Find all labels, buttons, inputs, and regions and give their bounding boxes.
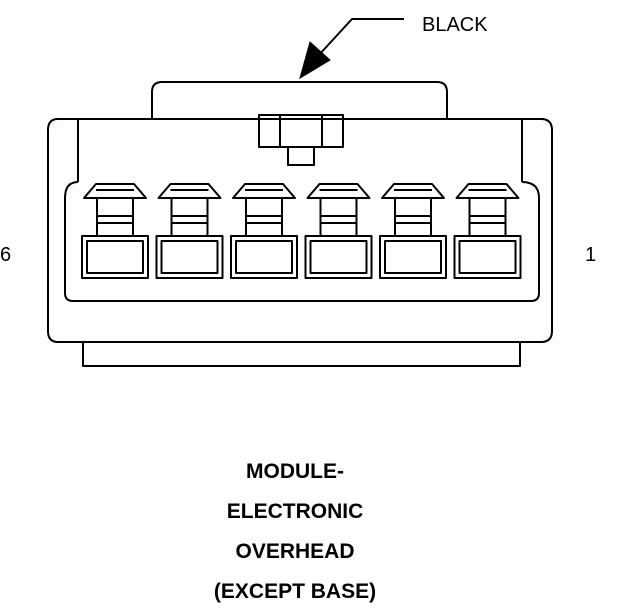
connector-lock-tab bbox=[151, 81, 448, 119]
caption-line-3: OVERHEAD bbox=[235, 540, 355, 563]
terminal-cavity bbox=[304, 183, 373, 279]
caption-line-1: MODULE- bbox=[246, 460, 344, 483]
terminal-cavity bbox=[81, 183, 149, 279]
connector-cavity-panel bbox=[64, 181, 540, 302]
callout-leader-line bbox=[317, 18, 404, 57]
connector-caption: MODULE- ELECTRONIC OVERHEAD (EXCEPT BASE… bbox=[150, 452, 440, 612]
terminal-cavity bbox=[230, 183, 298, 279]
callout-label: BLACK bbox=[422, 14, 488, 36]
connector-bottom-skirt bbox=[82, 342, 521, 367]
callout-arrow-head bbox=[299, 41, 331, 80]
pin-number-left: 6 bbox=[0, 244, 12, 266]
terminal-cavity bbox=[453, 183, 522, 279]
caption-line-4: (EXCEPT BASE) bbox=[213, 580, 377, 603]
terminal-cavity bbox=[379, 183, 447, 279]
terminal-cavities bbox=[81, 183, 522, 279]
caption-line-2: ELECTRONIC bbox=[226, 500, 364, 523]
pin-number-right: 1 bbox=[585, 244, 597, 266]
connector-housing bbox=[47, 118, 553, 343]
terminal-cavity bbox=[155, 183, 224, 279]
connector-key bbox=[258, 114, 344, 166]
